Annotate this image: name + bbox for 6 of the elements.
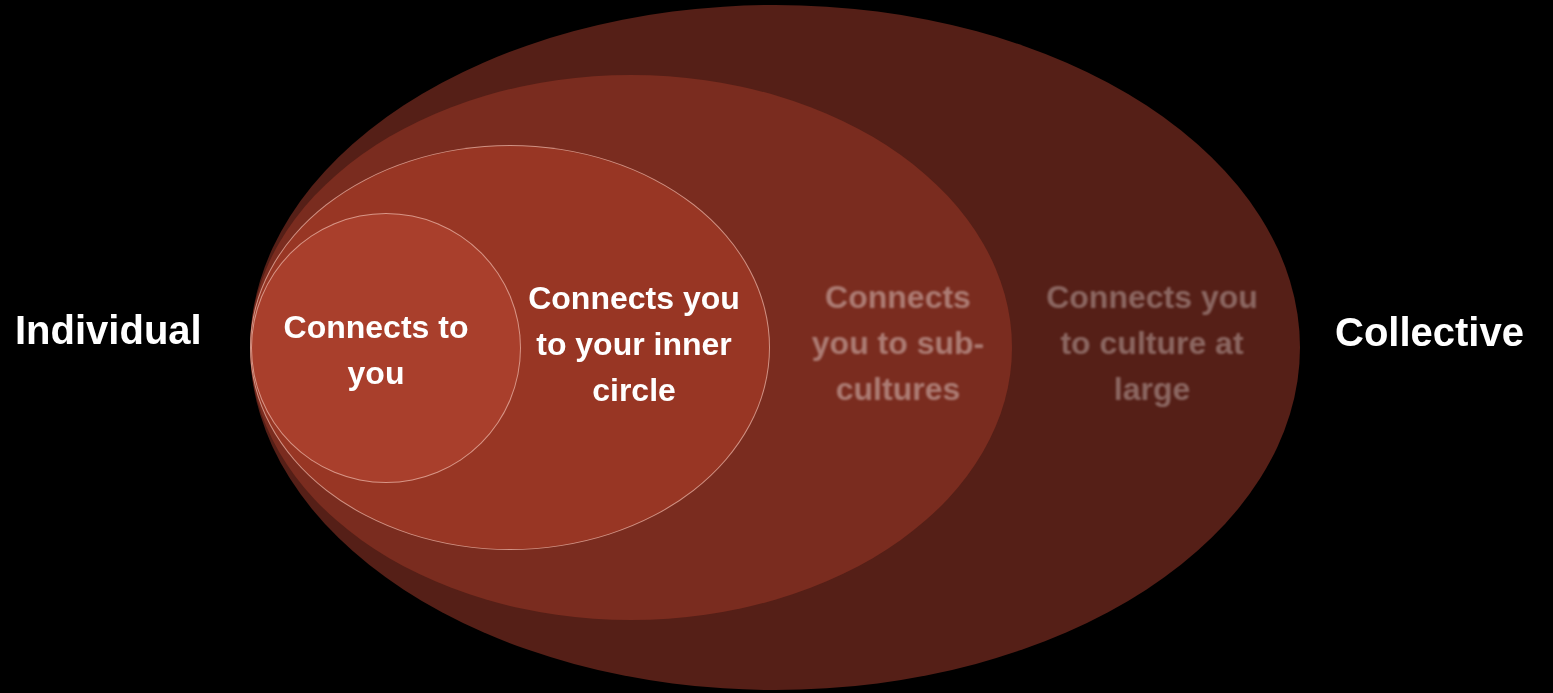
ellipse-label: Connects you to your inner circle [527,279,741,410]
ellipse-label: Connects to you [282,308,470,393]
axis-end-label: Collective [1335,309,1524,355]
ellipse-label: Connects you to culture at large [1045,278,1259,409]
axis-end-label: Individual [15,307,202,353]
ellipse-label: Connects you to sub-cultures [810,278,986,409]
